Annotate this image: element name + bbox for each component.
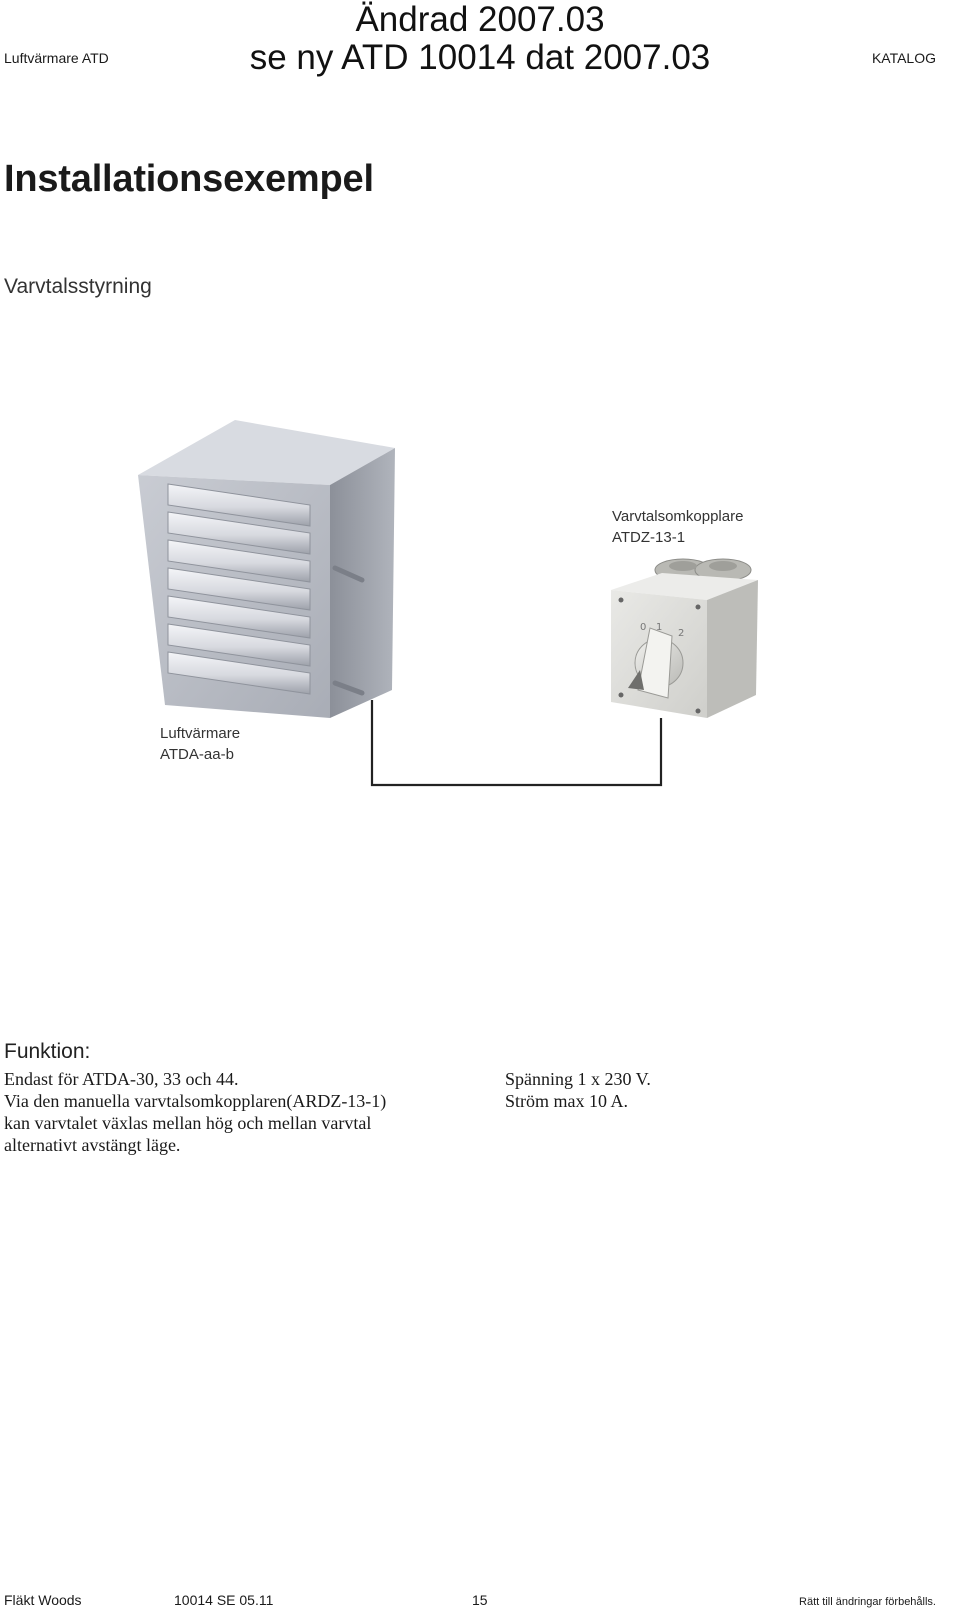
function-line: Endast för ATDA-30, 33 och 44. (4, 1069, 239, 1089)
dial-mark-2: 2 (678, 628, 684, 639)
heater-side-face (330, 448, 395, 718)
installation-illustration: 0 1 2 (138, 420, 758, 787)
connection-cable (370, 700, 663, 787)
heater-top-face (138, 420, 395, 485)
revision-stamp-line1: Ändrad 2007.03 (355, 0, 605, 39)
header-product: Luftvärmare ATD (4, 50, 109, 66)
electrical-specs: Spänning 1 x 230 V. Ström max 10 A. (505, 1068, 651, 1112)
speed-switch: 0 1 2 (611, 558, 758, 718)
function-line: Via den manuella varvtalsomkopplaren(ARD… (4, 1091, 387, 1111)
heater-unit (138, 420, 395, 718)
dial-mark-0: 0 (640, 622, 646, 633)
revision-stamp-line2: se ny ATD 10014 dat 2007.03 (249, 38, 711, 77)
heater-label-code: ATDA-aa-b (160, 746, 234, 763)
spec-voltage: Spänning 1 x 230 V. (505, 1069, 651, 1089)
spec-current: Ström max 10 A. (505, 1091, 629, 1111)
function-description: Endast för ATDA-30, 33 och 44. Via den m… (4, 1068, 386, 1156)
footer-rights: Rätt till ändringar förbehålls. (799, 1596, 936, 1608)
bolt-icon (332, 565, 365, 696)
heater-label-name: Luftvärmare (160, 725, 241, 742)
function-line: alternativt avstängt läge. (4, 1135, 181, 1155)
heater-louvers (167, 483, 311, 695)
function-heading: Funktion: (4, 1040, 91, 1063)
page-title: Installationsexempel (4, 158, 374, 200)
footer-doc-number: 10014 SE 05.11 (174, 1592, 274, 1608)
rotary-knob-icon (628, 627, 684, 699)
switch-label-name: Varvtalsomkopplare (612, 508, 744, 525)
dial-mark-1: 1 (656, 622, 662, 633)
footer-page-number: 15 (472, 1592, 488, 1608)
function-line: kan varvtalet växlas mellan hög och mell… (4, 1113, 372, 1133)
switch-label: Varvtalsomkopplare ATDZ-13-1 (612, 506, 743, 548)
footer-company: Fläkt Woods (4, 1592, 82, 1608)
header-catalog: KATALOG (871, 50, 936, 66)
switch-label-code: ATDZ-13-1 (612, 529, 686, 546)
section-subtitle: Varvtalsstyrning (4, 275, 152, 298)
heater-label: Luftvärmare ATDA-aa-b (160, 723, 240, 765)
